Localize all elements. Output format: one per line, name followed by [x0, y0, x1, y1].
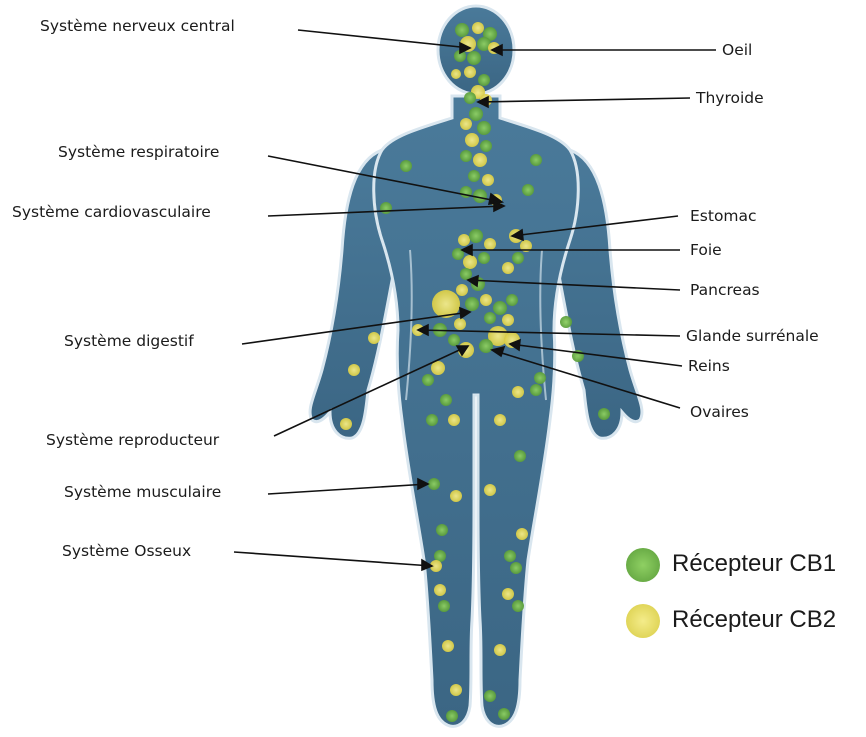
- cb1-receptor-dot: [438, 600, 450, 612]
- cb2-receptor-dot: [502, 314, 514, 326]
- cb1-receptor-dot: [598, 408, 610, 420]
- label-systeme-cardiovasculaire: Système cardiovasculaire: [12, 202, 211, 222]
- cb2-receptor-dot: [456, 284, 468, 296]
- cb2-receptor-dot: [502, 588, 514, 600]
- label-systeme-reproducteur: Système reproducteur: [46, 430, 219, 450]
- cb1-receptor-dot: [455, 23, 469, 37]
- cb2-receptor-dot: [448, 414, 460, 426]
- label-systeme-nerveux-central: Système nerveux central: [40, 16, 235, 36]
- cb1-receptor-dot: [465, 297, 479, 311]
- cb1-receptor-dot: [478, 252, 490, 264]
- cb2-receptor-dot: [482, 174, 494, 186]
- cb1-receptor-dot: [480, 140, 492, 152]
- cb1-receptor-dot: [428, 478, 440, 490]
- cb2-receptor-dot: [484, 484, 496, 496]
- cb2-receptor-dot: [473, 153, 487, 167]
- cb1-receptor-dot: [422, 374, 434, 386]
- cb1-receptor-dot: [479, 339, 493, 353]
- cb1-receptor-dot: [504, 550, 516, 562]
- arrow-osseux: [234, 552, 432, 570]
- arrow-thyroide: [478, 97, 690, 107]
- cb2-receptor-dot: [480, 294, 492, 306]
- cb2-receptor-dot: [512, 386, 524, 398]
- label-systeme-musculaire: Système musculaire: [64, 482, 221, 502]
- arrow-oeil: [492, 45, 716, 55]
- cb1-receptor-dot: [477, 121, 491, 135]
- label-reins: Reins: [688, 356, 730, 376]
- cb1-receptor-dot: [530, 154, 542, 166]
- cb2-receptor-dot: [460, 118, 472, 130]
- cb1-receptor-dot: [530, 384, 542, 396]
- label-ovaires: Ovaires: [690, 402, 749, 422]
- label-pancreas: Pancreas: [690, 280, 760, 300]
- cb2-receptor-dot: [431, 361, 445, 375]
- cb1-receptor-dot: [380, 202, 392, 214]
- cb2-receptor-dot: [340, 418, 352, 430]
- legend-cb1-swatch: [626, 548, 660, 582]
- cb2-receptor-dot: [464, 66, 476, 78]
- legend-cb2-swatch: [626, 604, 660, 638]
- cb2-receptor-dot: [472, 22, 484, 34]
- label-oeil: Oeil: [722, 40, 752, 60]
- cb1-receptor-dot: [498, 708, 510, 720]
- cb2-receptor-dot: [434, 584, 446, 596]
- cb2-receptor-dot: [454, 318, 466, 330]
- cb1-receptor-dot: [467, 51, 481, 65]
- label-estomac: Estomac: [690, 206, 757, 226]
- cb2-receptor-dot: [494, 644, 506, 656]
- cb2-receptor-dot: [348, 364, 360, 376]
- cb1-receptor-dot: [560, 316, 572, 328]
- cb2-receptor-dot: [463, 255, 477, 269]
- cb1-receptor-dot: [522, 184, 534, 196]
- cb1-receptor-dot: [484, 690, 496, 702]
- cb1-receptor-dot: [426, 414, 438, 426]
- label-systeme-osseux: Système Osseux: [62, 541, 191, 561]
- cb1-receptor-dot: [510, 562, 522, 574]
- cb1-receptor-dot: [493, 301, 507, 315]
- cb1-receptor-dot: [448, 334, 460, 346]
- cb1-receptor-dot: [460, 150, 472, 162]
- cb2-receptor-dot: [368, 332, 380, 344]
- label-systeme-respiratoire: Système respiratoire: [58, 142, 219, 162]
- cb1-receptor-dot: [478, 74, 490, 86]
- cb1-receptor-dot: [469, 229, 483, 243]
- cb1-receptor-dot: [514, 450, 526, 462]
- cb1-receptor-dot: [506, 294, 518, 306]
- cb1-receptor-dot: [512, 252, 524, 264]
- cb1-receptor-dot: [484, 312, 496, 324]
- label-systeme-digestif: Système digestif: [64, 331, 194, 351]
- cb2-receptor-dot: [465, 133, 479, 147]
- label-thyroide: Thyroide: [696, 88, 764, 108]
- label-foie: Foie: [690, 240, 722, 260]
- cb1-receptor-dot: [440, 394, 452, 406]
- cb1-receptor-dot: [512, 600, 524, 612]
- legend-cb1-label: Récepteur CB1: [672, 550, 836, 578]
- cb2-receptor-dot: [516, 528, 528, 540]
- arrow-musculaire: [268, 479, 428, 494]
- cb1-receptor-dot: [446, 710, 458, 722]
- cb2-receptor-dot: [484, 238, 496, 250]
- cb1-receptor-dot: [436, 524, 448, 536]
- cb2-receptor-dot: [450, 490, 462, 502]
- cb2-receptor-dot: [502, 262, 514, 274]
- cb1-receptor-dot: [400, 160, 412, 172]
- cb1-receptor-dot: [468, 170, 480, 182]
- cb1-receptor-dot: [464, 92, 476, 104]
- cb1-receptor-dot: [460, 268, 472, 280]
- cb1-receptor-dot: [469, 107, 483, 121]
- cb2-receptor-dot: [450, 684, 462, 696]
- cb2-receptor-dot: [494, 414, 506, 426]
- cb2-receptor-dot: [458, 234, 470, 246]
- legend-cb2-label: Récepteur CB2: [672, 606, 836, 634]
- label-glande-surrenale: Glande surrénale: [686, 326, 819, 346]
- cb2-receptor-dot: [442, 640, 454, 652]
- cb1-receptor-dot: [534, 372, 546, 384]
- cb2-receptor-dot: [451, 69, 461, 79]
